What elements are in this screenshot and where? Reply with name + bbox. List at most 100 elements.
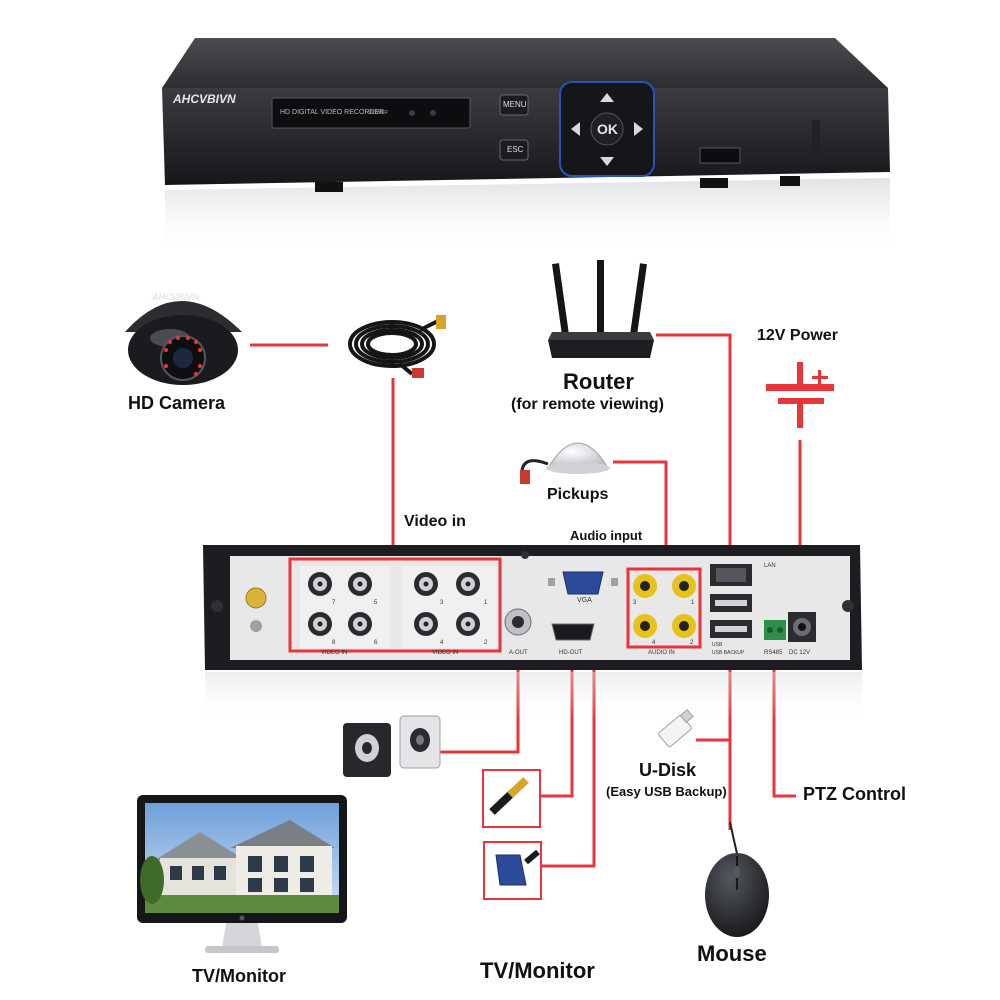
bnc-cable-plugs: [412, 315, 446, 378]
bnc-port[interactable]: [308, 612, 332, 636]
usb-backup-label: USB BACKUP: [712, 650, 745, 656]
nav-right-arrow-icon[interactable]: [634, 122, 643, 136]
dvr-display-text: HD DIGITAL VIDEO RECORDER: [280, 109, 385, 116]
dvr-front-unit: [162, 38, 890, 255]
bnc-port[interactable]: [414, 612, 438, 636]
line-pickups-to-audio: [613, 460, 668, 565]
bnc-port[interactable]: [308, 572, 332, 596]
router-top: [548, 332, 654, 340]
audio-port-number: 4: [652, 640, 656, 646]
mouse-body: [705, 853, 769, 937]
bnc-cable-coil: [348, 318, 441, 376]
pickup-cable: [520, 459, 549, 471]
port-number: 4: [440, 640, 444, 646]
aout-label: A-OUT: [509, 650, 528, 656]
dvr-power-text: POWER: [369, 110, 388, 116]
dvr-foot-left: [315, 182, 343, 192]
usb-port-bottom[interactable]: [710, 620, 752, 638]
hdmi-cable: [482, 769, 541, 828]
screw-top: [521, 551, 529, 559]
nav-left-arrow-icon[interactable]: [571, 122, 580, 136]
dvr-ok-label[interactable]: OK: [597, 121, 618, 137]
dvr-esc-label[interactable]: ESC: [507, 145, 524, 154]
camera-lens-glass: [173, 348, 193, 368]
dvr-brand-logo: AHCVBIVN: [173, 92, 236, 106]
audio-rca-port[interactable]: [633, 574, 657, 598]
port-number: 1: [484, 600, 488, 606]
port-number: 5: [374, 600, 378, 606]
router-label: Router: [563, 369, 634, 394]
mouse-device: [705, 821, 769, 937]
port-number: 7: [332, 600, 336, 606]
mouse-label: Mouse: [697, 941, 767, 966]
bnc-port[interactable]: [414, 572, 438, 596]
dvr-menu-button[interactable]: [499, 94, 529, 116]
bnc-port[interactable]: [456, 572, 480, 596]
nav-up-arrow-icon[interactable]: [600, 93, 614, 102]
pickup-base: [546, 462, 610, 474]
camera-ir-leds: [164, 336, 202, 376]
dvr-display-window: [271, 97, 471, 129]
audio-in-label: AUDIO IN: [648, 650, 675, 656]
tv-monitor-device: [137, 795, 347, 953]
port-number: 2: [484, 640, 488, 646]
line-hdout-to-hdmi: [540, 650, 574, 798]
rear-panel-reflection: [205, 672, 862, 720]
router-device: [548, 260, 654, 358]
camera-brand-logo: AHCVBIVN: [152, 292, 200, 302]
port-number: 8: [332, 640, 336, 646]
usb-port-top[interactable]: [710, 594, 752, 612]
router-antenna-right: [630, 263, 647, 336]
hdmi-port[interactable]: [551, 623, 595, 641]
monitor-logo: [239, 915, 245, 921]
video-in-label-1: VIDEO IN: [321, 650, 348, 656]
hd-camera-label: HD Camera: [128, 393, 226, 413]
dvr-rear-panel: [203, 545, 862, 720]
video-in-highlight-box: [288, 557, 502, 653]
router-antenna-left: [552, 263, 569, 336]
nav-down-arrow-icon[interactable]: [600, 157, 614, 166]
dc-label: DC 12V: [789, 650, 811, 656]
video-in-title: Video in: [404, 513, 466, 530]
aout-rca-port[interactable]: [504, 608, 532, 636]
vga-label: VGA: [577, 597, 592, 604]
bnc-port[interactable]: [348, 612, 372, 636]
audio-pickup-mic: [520, 442, 610, 484]
bnc-port[interactable]: [348, 572, 372, 596]
port-number: 3: [440, 600, 444, 606]
tv-monitor-left-label: TV/Monitor: [192, 966, 286, 986]
dvr-ok-button[interactable]: [590, 112, 624, 146]
dvr-power-led: [409, 110, 415, 116]
tv-monitor-center-label: TV/Monitor: [480, 958, 595, 983]
dvr-esc-button[interactable]: [499, 139, 529, 161]
vga-cable: [483, 841, 542, 900]
audio-rca-port[interactable]: [672, 574, 696, 598]
bnc-port[interactable]: [456, 612, 480, 636]
rs485-terminal[interactable]: [764, 620, 786, 640]
dvr-usb-slot: [699, 147, 741, 164]
dvr-menu-label[interactable]: MENU: [503, 100, 527, 109]
power-source-icon: [766, 362, 834, 428]
hdout-label: HD-OUT: [559, 650, 583, 656]
dvr-side-detail: [812, 120, 820, 160]
rs485-label: RS485: [764, 650, 783, 656]
router-sublabel: (for remote viewing): [511, 396, 664, 413]
dvr-status-led: [430, 110, 436, 116]
audio-in-block: [633, 574, 696, 638]
monitor-base: [205, 946, 279, 953]
lan-port[interactable]: [710, 564, 752, 586]
line-rs485-to-ptz: [772, 650, 796, 798]
audio-rca-port[interactable]: [633, 614, 657, 638]
usb-label: USB: [712, 642, 723, 648]
video-in-block-2: [402, 566, 496, 648]
audio-rca-port[interactable]: [672, 614, 696, 638]
video-in-label-2: VIDEO IN: [432, 650, 459, 656]
vga-port[interactable]: [548, 571, 618, 595]
monitor-stand: [222, 923, 262, 948]
dvr-top-face: [162, 38, 888, 88]
video-in-block-1: [300, 566, 390, 648]
screw-left: [211, 600, 223, 612]
udisk-label: U-Disk: [639, 760, 697, 780]
dc-power-jack[interactable]: [788, 612, 816, 642]
